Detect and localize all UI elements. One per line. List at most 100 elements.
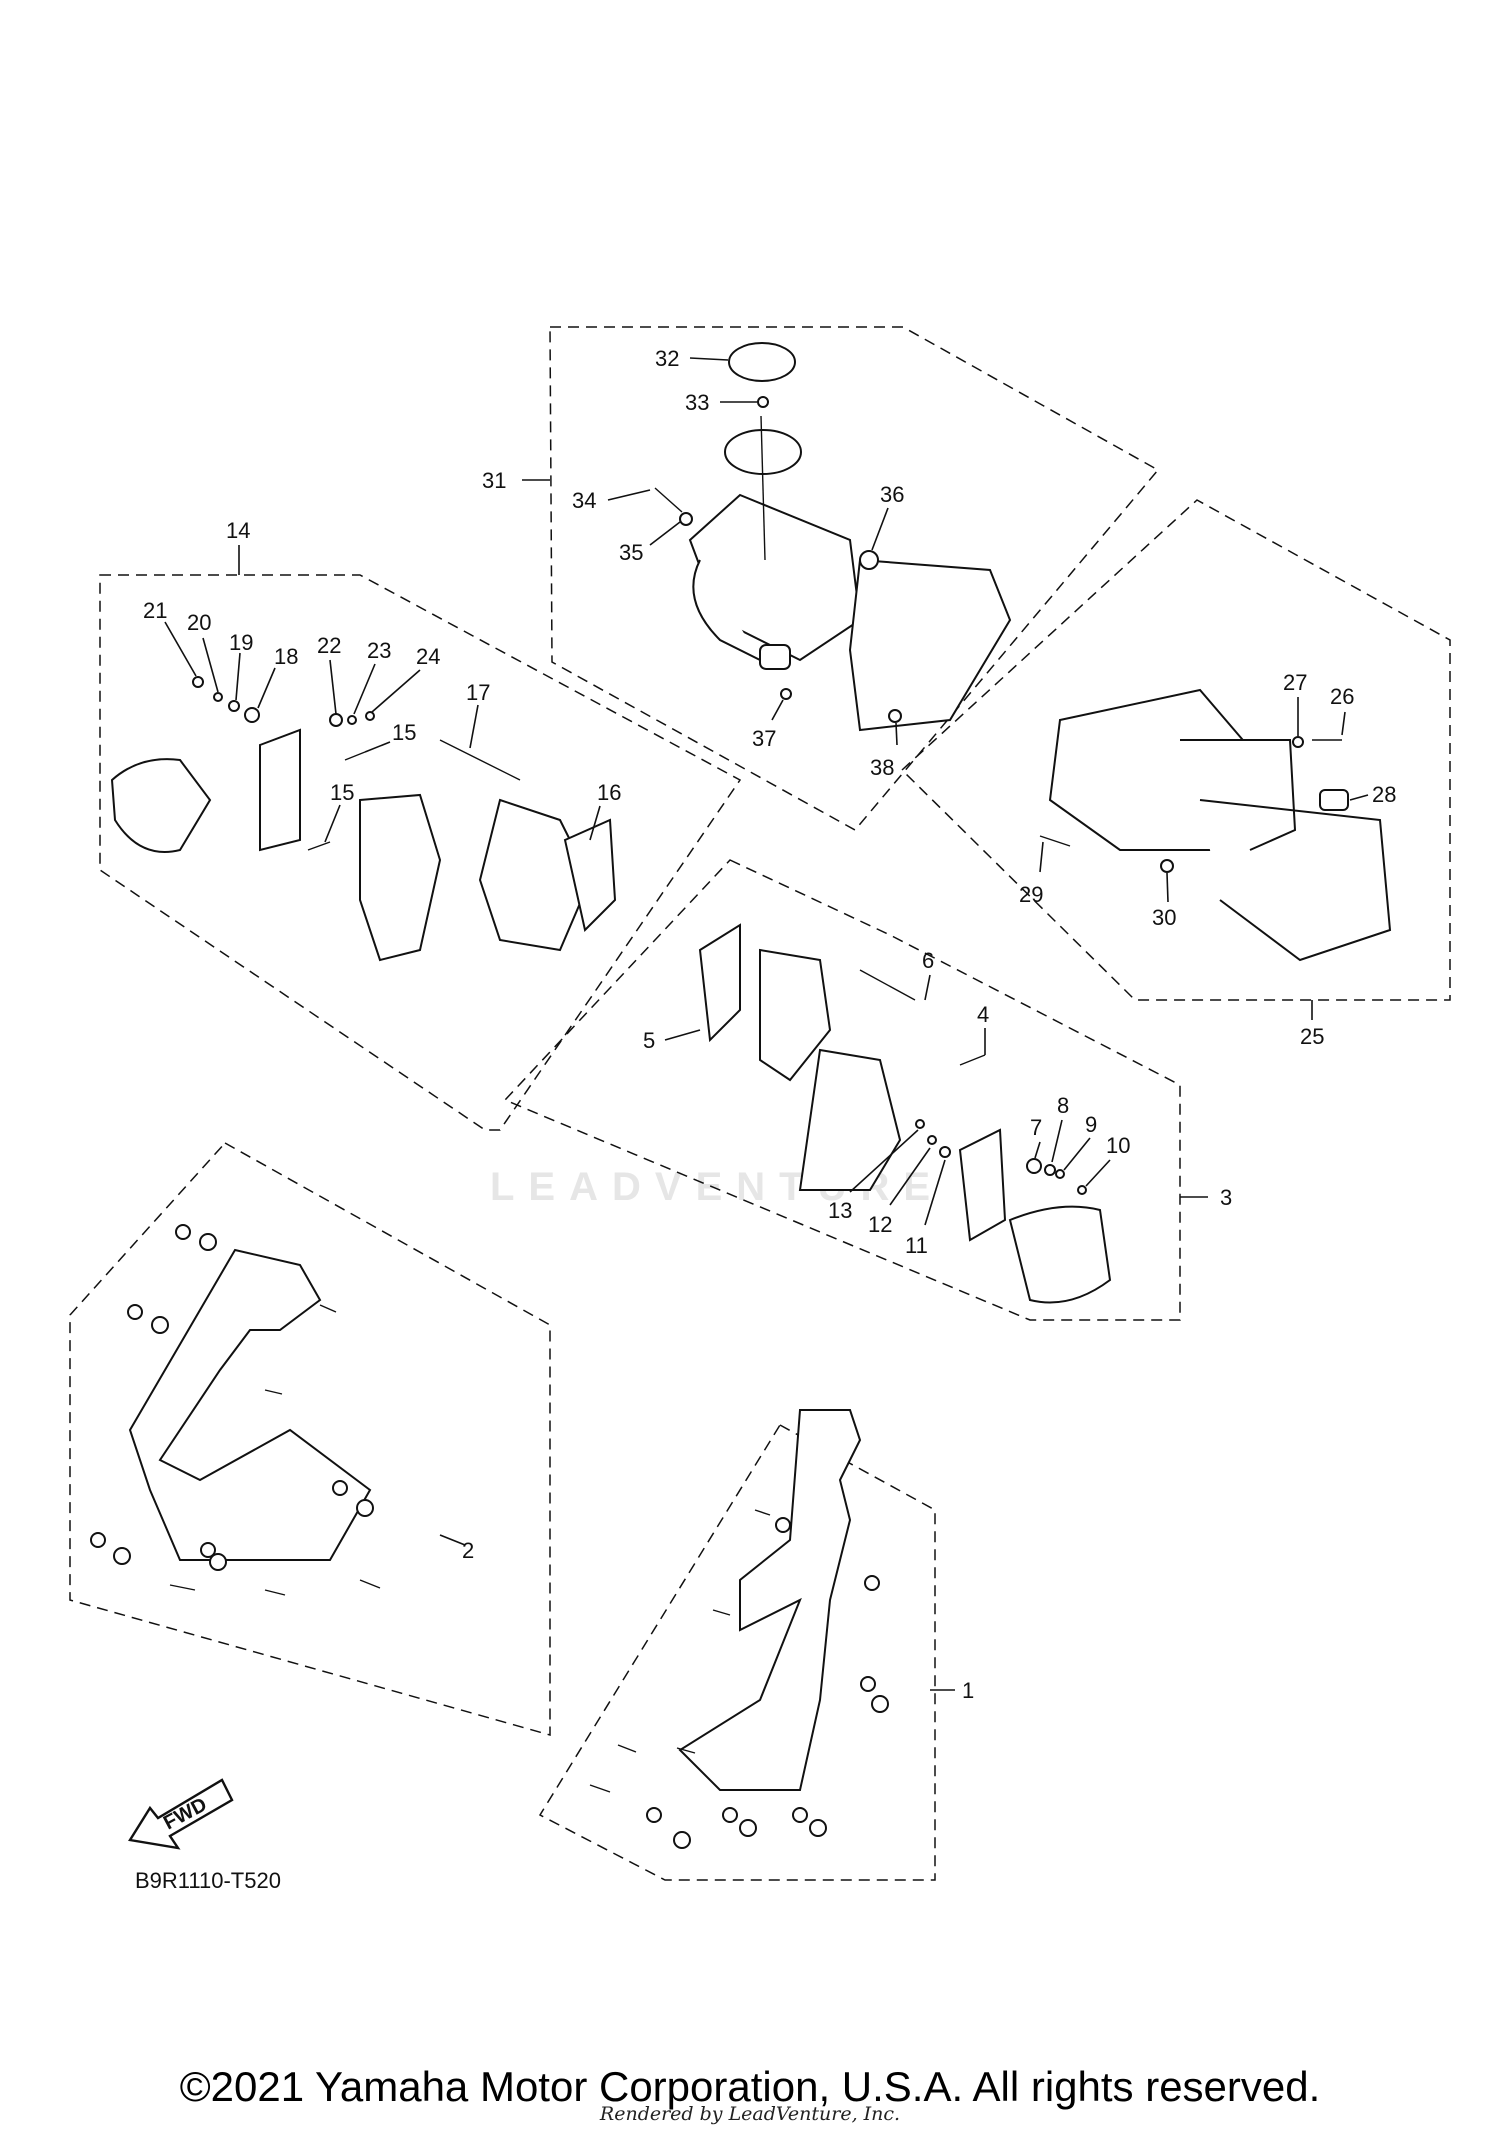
leader-37: [771, 699, 784, 721]
bracket-3b: [798, 1048, 902, 1191]
leader-16: [589, 805, 601, 841]
bolt-2e: [359, 1579, 381, 1589]
callout-18: 18: [274, 644, 298, 669]
bracket-14a: [359, 793, 442, 962]
leader-5: [664, 1029, 701, 1041]
bolt-2a: [319, 1304, 337, 1313]
group-1-assembly: [538, 1409, 936, 1881]
plate-14: [259, 728, 301, 852]
bracket-3a: [759, 948, 832, 1082]
callout-7: 7: [1030, 1115, 1042, 1140]
callout-21: 21: [143, 598, 167, 623]
bolt-1a: [754, 1509, 771, 1516]
callout-36: 36: [880, 482, 904, 507]
collar-2a: [175, 1224, 191, 1240]
leader-13: [849, 1129, 919, 1193]
part-37-bolt: [780, 688, 792, 700]
callout-23: 23: [367, 638, 391, 663]
group-3-assembly: [503, 859, 1181, 1321]
guard-1: [678, 1409, 862, 1791]
leader-38: [895, 722, 898, 746]
callout-35: 35: [619, 540, 643, 565]
group-31-assembly: [549, 326, 1160, 831]
callout-34: 34: [572, 488, 596, 513]
part-6-bolt: [859, 969, 916, 1001]
part-30-nut: [1160, 859, 1174, 873]
callout-22: 22: [317, 633, 341, 658]
callout-30: 30: [1152, 905, 1176, 930]
callout-15b: 15: [330, 780, 354, 805]
horn-14: [110, 758, 212, 853]
callout-32: 32: [655, 346, 679, 371]
callout-10: 10: [1106, 1133, 1130, 1158]
part-29-bolt: [1039, 835, 1071, 847]
copyright-notice: ©2021 Yamaha Motor Corporation, U.S.A. A…: [179, 2063, 1321, 2110]
part-17-bolt: [439, 739, 521, 781]
callout-1: 1: [962, 1678, 974, 1703]
group-14-assembly: [99, 574, 742, 1131]
leader-11: [924, 1159, 946, 1226]
part-15-bolt-a: [344, 751, 366, 761]
part-7-collar: [1026, 1158, 1042, 1174]
collar-1c: [860, 1676, 876, 1692]
callout-37: 37: [752, 726, 776, 751]
leader-24: [371, 669, 421, 713]
collar-1d: [646, 1807, 662, 1823]
part-21-bolt: [192, 676, 204, 688]
callout-17: 17: [466, 680, 490, 705]
part-5-guard: [698, 923, 741, 1043]
leader-15b: [324, 804, 341, 843]
part-8-nut: [1044, 1164, 1056, 1176]
callout-9: 9: [1085, 1112, 1097, 1137]
bolt-2c: [169, 1584, 196, 1591]
callout-31: 31: [482, 468, 506, 493]
leader-17: [469, 704, 479, 749]
callout-19: 19: [229, 630, 253, 655]
nut-1c: [739, 1819, 757, 1837]
nut-1a: [871, 1695, 889, 1713]
leader-21: [164, 621, 197, 677]
leader-19: [235, 652, 241, 701]
leader-6: [924, 974, 931, 1001]
nut-2c: [356, 1499, 374, 1517]
part-10-bolt: [1077, 1185, 1087, 1195]
group-14-boundary: [99, 574, 742, 1131]
part-35-washer: [679, 512, 693, 526]
part-13-bolt: [915, 1119, 925, 1129]
tube-31a: [692, 559, 761, 661]
nut-1b: [673, 1831, 691, 1849]
callout-8: 8: [1057, 1093, 1069, 1118]
callout-16: 16: [597, 780, 621, 805]
nut-2e: [209, 1553, 227, 1571]
leader-30: [1166, 872, 1169, 903]
rendered-by-credit: Rendered by LeadVenture, Inc.: [599, 2103, 901, 2125]
part-4-bolt: [959, 1054, 986, 1066]
leader-12: [889, 1147, 931, 1206]
callout-11: 11: [905, 1233, 928, 1258]
part-37-collar: [759, 644, 791, 670]
horn-3: [1008, 1205, 1112, 1304]
leader-34: [607, 489, 651, 501]
part-27-washer: [1292, 736, 1304, 748]
frame-plate-31: [848, 558, 1012, 732]
part-32-cap: [728, 342, 796, 382]
bolt-1b: [712, 1609, 731, 1616]
part-20-washer: [213, 692, 223, 702]
collar-1a: [775, 1517, 791, 1533]
collar-2b: [127, 1304, 143, 1320]
part-12-washer: [927, 1135, 937, 1145]
part-34-bolt: [654, 487, 683, 513]
nut-2d: [113, 1547, 131, 1565]
leader-2: [439, 1534, 466, 1546]
leader-29: [1039, 841, 1044, 873]
callout-38: 38: [870, 755, 894, 780]
group-25-assembly: [900, 499, 1451, 1001]
bolt-2b: [264, 1389, 283, 1395]
leader-8: [1051, 1119, 1063, 1163]
callout-3: 3: [1220, 1185, 1232, 1210]
callout-12: 12: [868, 1212, 892, 1237]
callout-20: 20: [187, 610, 211, 635]
part-23-washer: [347, 715, 357, 725]
leader-35: [649, 521, 681, 546]
part-28-collar: [1319, 789, 1349, 811]
